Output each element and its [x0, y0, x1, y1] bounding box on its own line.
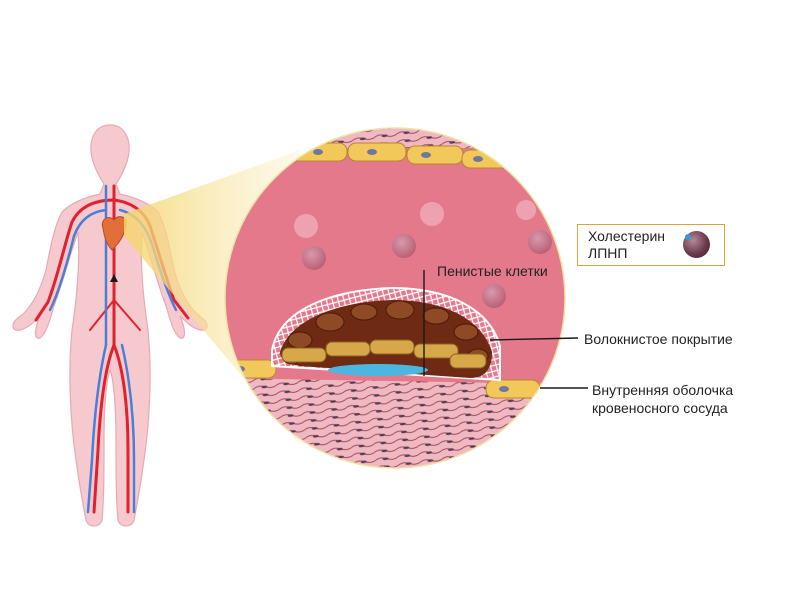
fibrous-cap-pointer	[489, 337, 579, 341]
legend-line2: ЛПНП	[588, 245, 628, 261]
body-silhouette	[12, 124, 208, 527]
lipid-pool	[328, 364, 428, 376]
legend-box: Холестерин ЛПНП	[577, 224, 725, 266]
leader-lines	[423, 270, 588, 389]
ldl-particle-icon	[683, 231, 710, 258]
foam-cells-label: Пенистые клетки	[437, 263, 548, 279]
ldl-particles	[294, 200, 552, 308]
legend-line1: Холестерин	[588, 228, 665, 244]
intima-label-line1: Внутренняя оболочка	[592, 382, 734, 398]
plaque	[271, 286, 501, 382]
magnified-view-border	[224, 127, 566, 469]
legend-text: Холестерин ЛПНП	[588, 228, 665, 262]
intima-label: Внутренняя оболочка кровеносного сосуда	[592, 381, 733, 417]
small-arrow-icon	[110, 274, 118, 282]
intima-label-line2: кровеносного сосуда	[592, 400, 728, 416]
fibrous-cap-label: Волокнистое покрытие	[584, 331, 733, 347]
human-body-figure	[12, 124, 208, 527]
